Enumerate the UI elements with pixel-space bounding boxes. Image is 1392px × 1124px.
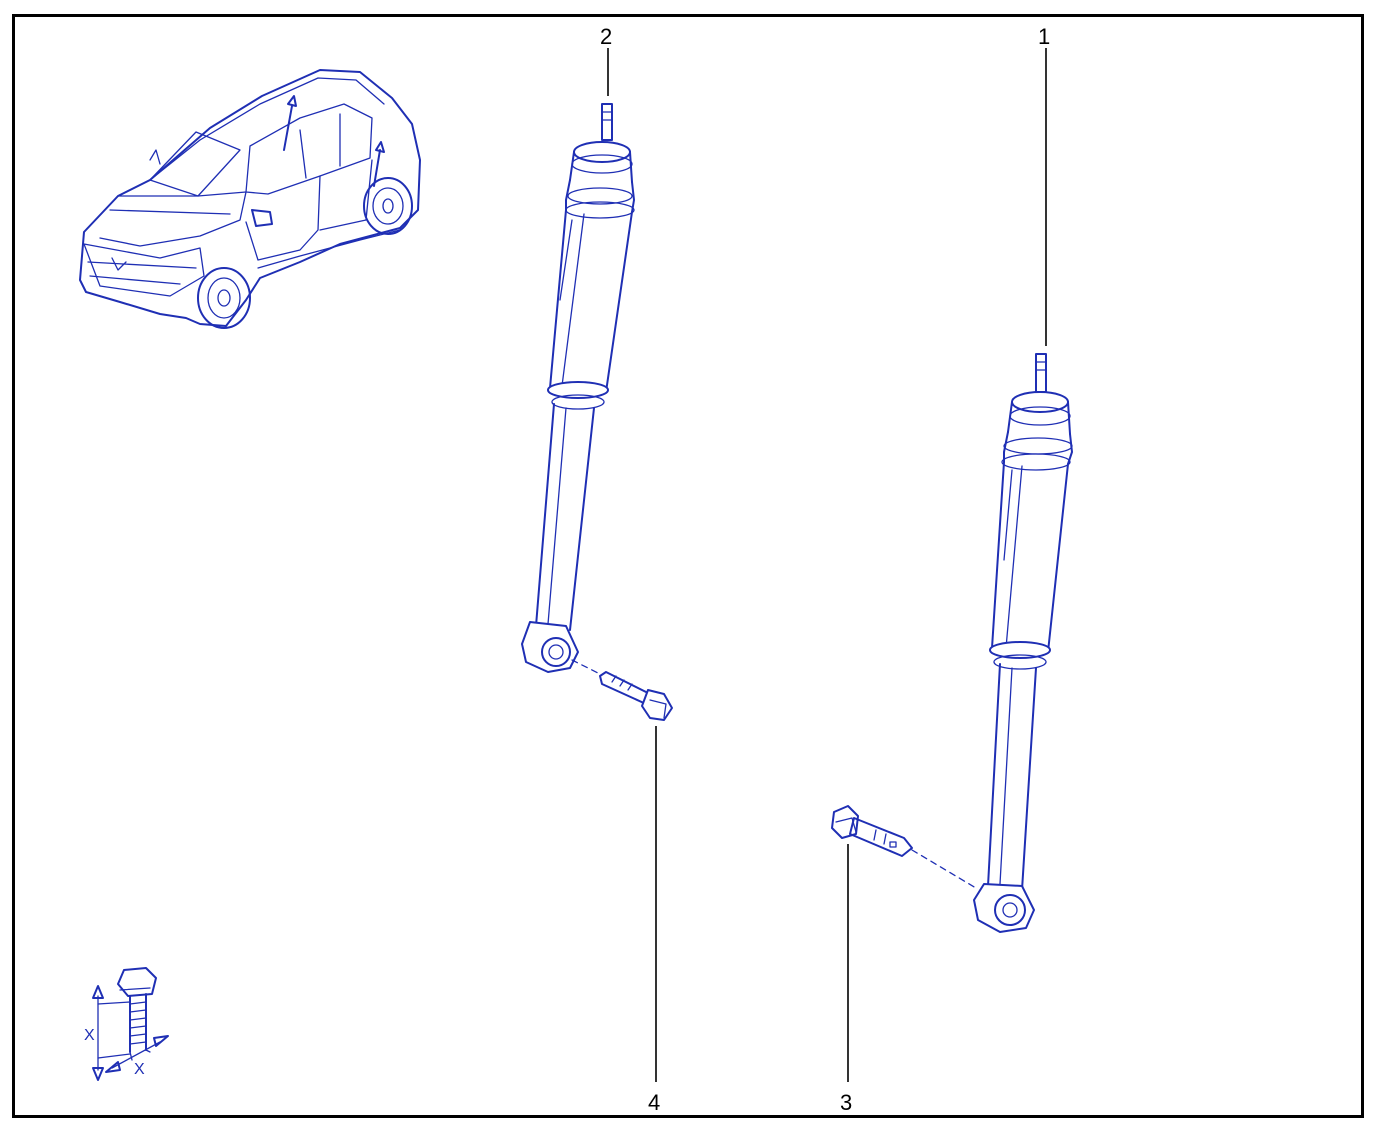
callout-leaders [607,48,1047,1082]
bolt-part-4 [571,659,673,721]
bolt-dimension-label-diagonal: X [134,1061,145,1078]
callout-3: 3 [840,1090,852,1115]
callout-4: 4 [648,1090,660,1115]
callout-1: 1 [1038,24,1050,49]
vehicle-locator-illustration [79,69,421,329]
shock-absorber-right [973,353,1073,933]
bolt-dimension-label-vertical: X [84,1027,95,1044]
bolt-part-3 [831,805,977,889]
diagram-frame [12,14,1364,1118]
bolt-dimension-legend: X X [84,967,169,1081]
callout-2: 2 [600,24,612,49]
shock-absorber-left [521,103,635,673]
